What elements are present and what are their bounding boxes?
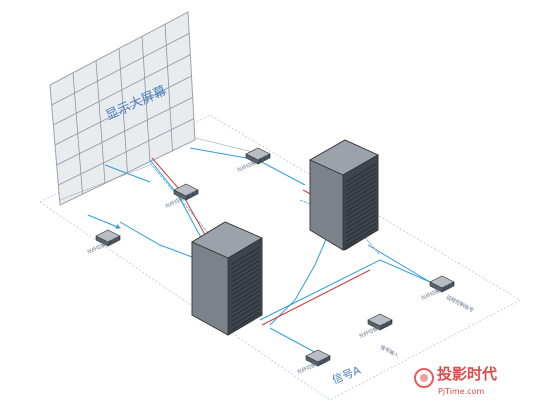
rack-cabinet-left [191, 221, 263, 336]
watermark-logo-icon [414, 368, 434, 388]
device-rx-bottom: 光纤切换接收器 [296, 349, 331, 376]
side-label-signal-input: 信号输入 [379, 344, 400, 360]
device-tx-left-1: 光纤切换发送器 [164, 183, 199, 210]
watermark-brand: 投影时代 [437, 365, 497, 383]
floor-outline [39, 114, 521, 401]
watermark: 投影时代 PjTime.com [414, 365, 497, 396]
device-tx-left-2: 光纤切换发送器 [86, 229, 121, 256]
device-rx-right: 光纤切换接收器 [358, 313, 393, 340]
signal-a-label: 信号A [330, 363, 363, 386]
side-label-remote-control: 远程控制信号 [445, 294, 475, 314]
device-tx-top: 光纤切换发送器 [236, 147, 271, 174]
video-wall: 显示大屏幕 [49, 11, 196, 206]
device-group: 光纤切换发送器光纤切换发送器光纤切换发送器光纤切换接收器光纤切换接收器光纤切换接… [86, 147, 455, 376]
watermark-url: PjTime.com [438, 387, 484, 396]
rack-cabinet-right [309, 139, 379, 251]
